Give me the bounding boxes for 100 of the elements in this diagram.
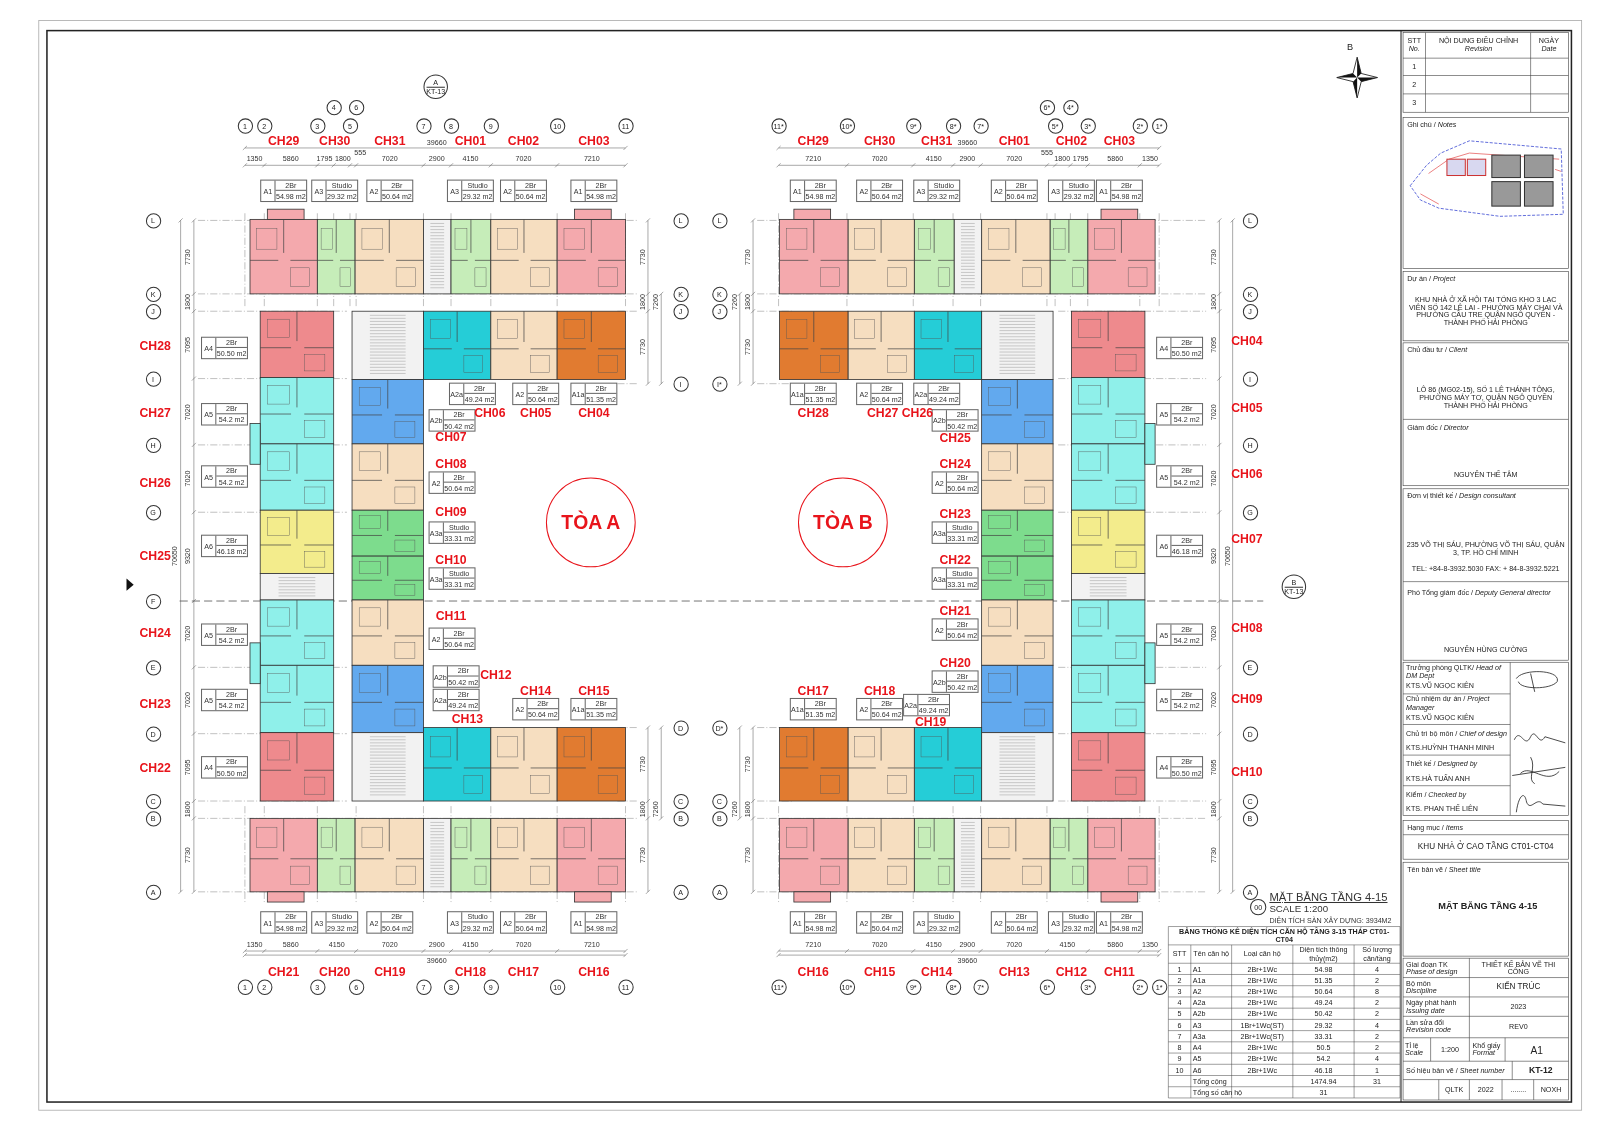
unit-tag (428, 471, 476, 494)
scale-text: SCALE 1:200 (1269, 903, 1329, 915)
unit-number: CH13 (451, 712, 483, 727)
grid-axis-bubble (483, 117, 499, 134)
unit-number: CH23 (939, 507, 971, 521)
unit-number: CH06 (474, 406, 506, 420)
grid-axis-bubble (770, 979, 787, 995)
grid-axis-bubble (1039, 979, 1055, 995)
unit-number: CH15 (863, 965, 896, 980)
unit-tag (1156, 756, 1204, 779)
drawing-title: MẶT BẰNG TẦNG 4-15 (1269, 890, 1388, 904)
unit-tag (428, 521, 476, 544)
unit-number: CH27 (867, 406, 899, 420)
grid-axis-bubble (145, 437, 161, 453)
grid-axis-bubble (672, 303, 689, 319)
unit-number: CH20 (319, 965, 351, 980)
tower-name: TÒA B (813, 511, 873, 534)
unit-tag (201, 403, 248, 426)
unit-number: CH13 (998, 965, 1030, 980)
unit-tag (260, 911, 308, 934)
grid-axis-bubble (1242, 793, 1258, 809)
grid-axis-bubble (145, 370, 161, 387)
unit-number: CH29 (797, 135, 829, 149)
unit-number: CH15 (578, 685, 610, 699)
grid-axis-bubble (1047, 117, 1063, 134)
unit-number: CH24 (939, 457, 971, 471)
unit-tag (446, 911, 494, 934)
title-block-text: KHU NHÀ Ở CAO TẦNG CT01-CT04 (1417, 842, 1554, 852)
grid-axis-bubble (672, 884, 689, 900)
grid-axis-bubble (326, 99, 342, 115)
unit-number: CH22 (139, 761, 171, 776)
grid-axis-bubble (1242, 303, 1258, 319)
unit-number: CH30 (319, 135, 351, 149)
unit-number: CH02 (507, 135, 540, 149)
unit-number: CH19 (914, 715, 947, 730)
grid-axis-bubble (1242, 286, 1258, 302)
grid-axis-bubble (483, 979, 499, 995)
section-reference-bubble (423, 74, 448, 99)
grid-axis-bubble (672, 286, 689, 302)
unit-tag (432, 688, 480, 712)
tower-name: TÒA A (561, 511, 621, 534)
unit-tag (570, 911, 618, 934)
unit-tag (446, 179, 494, 203)
unit-tag (1156, 465, 1204, 488)
grid-axis-bubble (1151, 117, 1167, 134)
grid-axis-bubble (1132, 117, 1148, 134)
unit-number: CH12 (480, 668, 512, 683)
grid-axis-bubble (1151, 979, 1167, 995)
grid-axis-bubble (1132, 979, 1148, 995)
unit-tag (201, 756, 248, 779)
unit-tag (1156, 403, 1204, 426)
unit-tag (990, 911, 1038, 934)
unit-tag (789, 382, 837, 406)
unit-number: CH27 (139, 406, 171, 420)
grid-axis-bubble (1080, 979, 1096, 995)
grid-axis-bubble (1242, 659, 1258, 675)
unit-number: CH04 (578, 406, 610, 420)
unit-number: CH12 (1055, 965, 1088, 980)
unit-number: CH07 (1231, 533, 1263, 547)
unit-number: CH17 (507, 965, 540, 980)
title-block-text: KT-12 (1529, 1065, 1553, 1076)
unit-number: CH17 (797, 685, 829, 699)
grid-axis-bubble (972, 117, 989, 134)
grid-axis-bubble (1242, 212, 1258, 229)
grid-axis-bubble (145, 212, 161, 229)
grid-axis-bubble (1039, 99, 1055, 115)
unit-number: CH11 (1104, 965, 1135, 980)
grid-axis-bubble (237, 979, 253, 995)
unit-tag (570, 382, 618, 406)
unit-tag (1156, 336, 1204, 360)
unit-number: CH25 (139, 549, 171, 563)
title-block-text: A1 (1530, 1043, 1543, 1056)
unit-tag (1095, 179, 1143, 203)
grid-axis-bubble (770, 117, 787, 134)
unit-number: CH05 (1231, 401, 1263, 415)
unit-number: CH24 (139, 626, 171, 641)
unit-tag (428, 627, 476, 650)
grid-axis-bubble (972, 979, 989, 995)
unit-tag (500, 179, 547, 203)
unit-tag (428, 409, 476, 432)
unit-tag (260, 179, 308, 203)
unit-tag (570, 179, 618, 203)
grid-axis-bubble (945, 979, 961, 995)
unit-number: CH21 (268, 965, 300, 980)
grid-axis-bubble (342, 117, 358, 134)
unit-number: CH28 (139, 340, 171, 354)
unit-number: CH20 (939, 656, 971, 670)
unit-tag (913, 382, 961, 406)
grid-axis-bubble (1242, 810, 1258, 826)
grid-axis-bubble (672, 810, 689, 826)
grid-axis-bubble (617, 979, 634, 995)
unit-tag (789, 697, 837, 721)
unit-tag (428, 567, 476, 590)
grid-axis-bubble (256, 117, 272, 134)
grid-axis-bubble (711, 212, 728, 229)
unit-tag (913, 179, 961, 203)
unit-tag (570, 697, 618, 721)
grid-axis-bubble (905, 979, 921, 995)
unit-number: CH23 (139, 697, 171, 711)
grid-axis-bubble (945, 117, 961, 134)
